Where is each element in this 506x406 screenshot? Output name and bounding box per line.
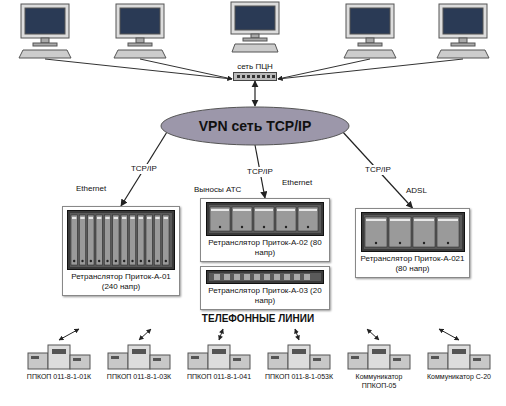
computer [114, 4, 166, 58]
switch-node: сеть ПЦН [231, 62, 279, 81]
network-switch [233, 72, 277, 81]
rack-picture [206, 270, 324, 284]
link-type: Ethernet [282, 178, 312, 188]
node-label: ППКОП 011-8-1-03К [100, 372, 178, 381]
section-label: ТЕЛЕФОННЫЕ ЛИНИИ [153, 313, 363, 325]
connector [343, 132, 412, 208]
connector-label: TCP/IP [363, 165, 393, 175]
alarm-device [426, 342, 492, 372]
node-label: Коммуникатор ППКОП-05 [340, 372, 418, 390]
node-label: ППКОП 011-8-1-041 [180, 372, 258, 381]
alarm-device [106, 342, 172, 372]
device-node: ППКОП 011-8-1-041 [180, 342, 258, 381]
alarm-device [186, 342, 252, 372]
device-node: ППКОП 011-8-1-03К [100, 342, 178, 381]
computer [344, 4, 396, 58]
alarm-device [346, 342, 412, 372]
rack-picture [67, 210, 175, 270]
device-node: ППКОП 011-8-1-053К [260, 342, 338, 381]
rack-picture [206, 202, 324, 236]
node-label: Коммуникатор С-20 [420, 372, 498, 381]
connector-label: TCP/IP [129, 164, 159, 174]
phone-line-arrow [59, 329, 459, 340]
group-label: Выносы АТС [194, 185, 241, 195]
alarm-device [26, 342, 92, 372]
node-label: ППКОП 011-8-1-053К [260, 372, 338, 381]
repeater-box: Ретранслятор Приток-А-02 (80 напр) [200, 198, 330, 262]
network-name: VPN сеть TCP/IP [199, 118, 312, 134]
network-cable [45, 59, 463, 79]
node-label: Ретранслятор Приток-А-021 (80 напр) [359, 254, 466, 274]
device-node: ППКОП 011-8-1-01К [20, 342, 98, 381]
computer [231, 2, 279, 52]
repeater-box: Ретранслятор Приток-А-03 (20 напр) [200, 266, 330, 310]
device-node: Коммуникатор ППКОП-05 [340, 342, 418, 390]
node-label: сеть ПЦН [231, 62, 279, 72]
alarm-device [266, 342, 332, 372]
device-node: Коммуникатор С-20 [420, 342, 498, 381]
node-label: Ретранслятор Приток-А-03 (20 напр) [204, 286, 326, 306]
node-label: Ретранслятор Приток-А-01 (240 напр) [66, 272, 176, 292]
node-label: Ретранслятор Приток-А-02 (80 напр) [204, 238, 326, 258]
connector [254, 81, 255, 106]
connector [121, 132, 167, 206]
node-label: ППКОП 011-8-1-01К [20, 372, 98, 381]
link-type: Ethernet [76, 184, 106, 194]
computer [437, 4, 489, 58]
network-ellipse: VPN сеть TCP/IP [160, 106, 350, 146]
link-type: ADSL [406, 186, 427, 196]
connector-label: TCP/IP [245, 167, 275, 177]
repeater-box: Ретранслятор Приток-А-01 (240 напр) [62, 206, 180, 296]
repeater-box: Ретранслятор Приток-А-021 (80 напр) [355, 208, 470, 278]
computer [19, 4, 71, 58]
rack-picture [361, 212, 465, 252]
